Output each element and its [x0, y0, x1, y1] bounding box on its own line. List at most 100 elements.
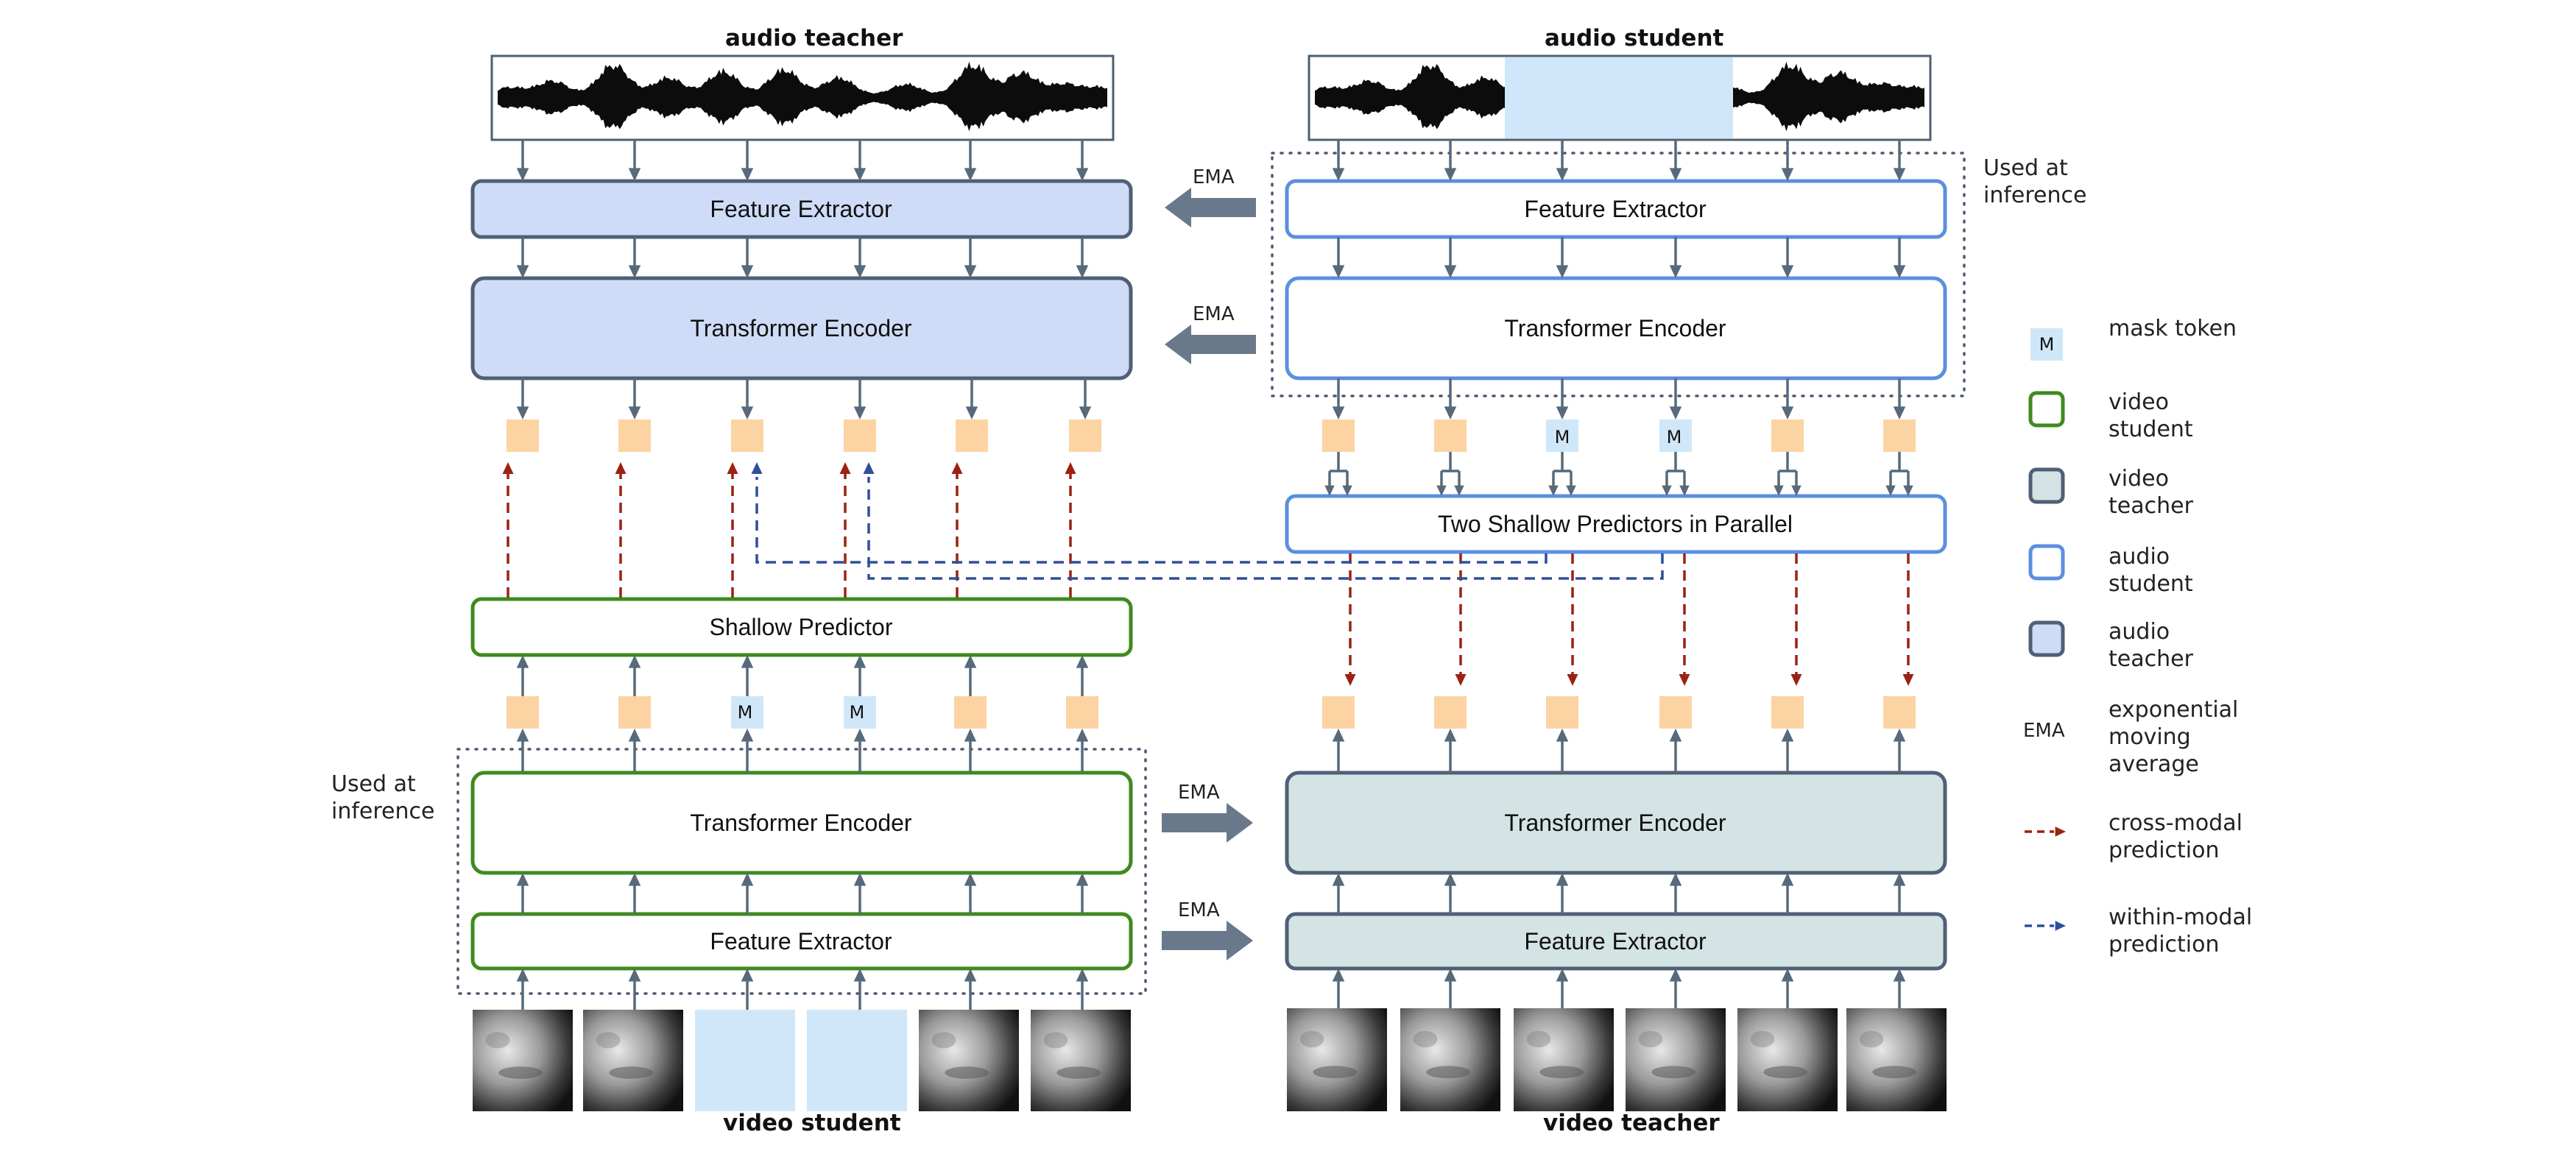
ema-label-video-feature: EMA [1178, 899, 1220, 921]
video-student-masked-frame-3 [807, 1010, 907, 1111]
vs-te-arrow-0-head [516, 729, 529, 742]
as-fe-arrow-3-head [1669, 265, 1682, 278]
legend-ema-symbol: EMA [2023, 720, 2065, 742]
as-te-arrow-5-head [1893, 406, 1906, 419]
legend-video-student-swatch [2028, 391, 2065, 428]
video-student-frame-5-mouth [1056, 1066, 1101, 1079]
as-split-right-4-head [1791, 485, 1802, 496]
as-fe-arrow-2-head [1556, 265, 1569, 278]
video-student-frame-0 [473, 1010, 573, 1111]
video-teacher-feature-extractor [1285, 912, 1947, 971]
mask-token-video-3: M [737, 702, 753, 723]
audio-student-mask [1505, 57, 1733, 138]
legend-label-ema: exponential moving average [2109, 697, 2239, 777]
cross-modal-arrow-right-2-head [1567, 674, 1578, 686]
vs-te-arrow-2-head [741, 729, 754, 742]
audio-teacher-feature-extractor [470, 179, 1133, 239]
audio-teacher-token-5 [1069, 419, 1101, 452]
video-student-frame-1-shadow [596, 1032, 621, 1049]
vt-te-arrow-3-head [1669, 729, 1682, 742]
used-at-inference-audio: Used at inference [1983, 155, 2086, 209]
as-split-left-5-head [1885, 485, 1896, 496]
vt-frame-arrow-0-head [1332, 969, 1345, 982]
audio-student-token-0 [1322, 419, 1355, 452]
title-audio-student: audio student [1545, 25, 1724, 52]
audio-student-mask-2 [1546, 419, 1578, 452]
legend-audio-teacher-swatch [2028, 620, 2065, 657]
audio-teacher-feature-extractor-label: Feature Extractor [710, 195, 892, 222]
at-wave-arrow-3-head [853, 168, 867, 181]
ema-arrow-video-transformer [1162, 803, 1253, 843]
video-student-frame-5 [1031, 1010, 1131, 1111]
video-teacher-token-2 [1546, 696, 1578, 729]
vt-fe-arrow-3-head [1669, 873, 1682, 886]
video-teacher-frame-2-mouth [1539, 1066, 1584, 1079]
video-teacher-frame-0-mouth [1313, 1066, 1358, 1079]
at-wave-arrow-5-head [1076, 168, 1089, 181]
vs-tok-arrow-5-head [1076, 655, 1089, 668]
video-teacher-transformer-label: Transformer Encoder [1504, 809, 1726, 836]
vs-frame-arrow-2-head [741, 969, 754, 982]
vs-tok-arrow-1-head [628, 655, 641, 668]
video-student-frame-4 [919, 1010, 1019, 1111]
at-fe-arrow-4-head [964, 265, 977, 278]
as-wave-arrow-5-head [1893, 168, 1906, 181]
video-student-frame-1-mouth [609, 1066, 654, 1079]
legend-label-within-modal: within-modal prediction [2109, 904, 2253, 957]
vs-tok-arrow-2-head [741, 655, 754, 668]
video-student-inference-box [456, 748, 1147, 995]
cross-modal-arrow-right-0-head [1344, 674, 1356, 686]
as-split-right-3-head [1679, 485, 1690, 496]
vt-frame-arrow-5-head [1893, 969, 1906, 982]
audio-student-token-1 [1434, 419, 1467, 452]
video-student-frame-5-shadow [1043, 1032, 1068, 1049]
as-te-arrow-2-head [1556, 406, 1569, 419]
at-fe-arrow-5-head [1076, 265, 1089, 278]
cross-modal-arrow-right-4-head [1790, 674, 1802, 686]
at-te-arrow-0-head [516, 406, 529, 419]
video-student-token-1 [618, 696, 651, 729]
used-at-inference-video-line1: Used at [331, 771, 416, 797]
ema-label-audio-feature: EMA [1193, 166, 1235, 188]
shallow-predictor-label: Shallow Predictor [709, 613, 893, 640]
vs-te-arrow-4-head [964, 729, 977, 742]
audio-student-transformer [1285, 276, 1947, 380]
vs-te-arrow-3-head [853, 729, 867, 742]
as-wave-arrow-0-head [1332, 168, 1345, 181]
at-wave-arrow-2-head [741, 168, 754, 181]
video-student-transformer [470, 771, 1133, 875]
at-te-arrow-5-head [1079, 406, 1092, 419]
vs-tok-arrow-3-head [853, 655, 867, 668]
vt-fe-arrow-2-head [1556, 873, 1569, 886]
vt-te-arrow-5-head [1893, 729, 1906, 742]
as-fe-arrow-4-head [1781, 265, 1794, 278]
video-teacher-frame-0-shadow [1299, 1030, 1324, 1048]
used-at-inference-audio-line1: Used at [1983, 155, 2068, 181]
audio-student-transformer-label: Transformer Encoder [1504, 314, 1726, 341]
legend-label-mask-token: mask token [2109, 316, 2237, 341]
used-at-inference-video-line2: inference [331, 798, 435, 824]
vt-fe-arrow-5-head [1893, 873, 1906, 886]
mask-token-audio-4: M [1666, 427, 1682, 447]
legend-label-audio-teacher: audio teacher [2109, 619, 2193, 672]
audio-student-token-4 [1771, 419, 1804, 452]
video-student-frame-4-mouth [945, 1066, 989, 1079]
vt-te-arrow-0-head [1332, 729, 1345, 742]
vs-fe-arrow-4-head [964, 873, 977, 886]
within-modal-head-1 [751, 462, 763, 474]
as-te-arrow-1-head [1444, 406, 1457, 419]
as-split-left-3-head [1662, 485, 1672, 496]
as-te-arrow-3-head [1669, 406, 1682, 419]
at-wave-arrow-4-head [964, 168, 977, 181]
cross-modal-arrow-right-5-head [1902, 674, 1914, 686]
cross-modal-arrow-left-1-head [615, 462, 627, 474]
vs-frame-arrow-1-head [628, 969, 641, 982]
legend-label-audio-student: audio student [2109, 544, 2193, 597]
as-fe-arrow-0-head [1332, 265, 1345, 278]
video-teacher-frame-3-mouth [1651, 1066, 1696, 1079]
audio-teacher-token-2 [731, 419, 763, 452]
as-split-right-5-head [1903, 485, 1913, 496]
video-student-masked-frame-2 [695, 1010, 795, 1111]
within-modal-head-2 [863, 462, 875, 474]
